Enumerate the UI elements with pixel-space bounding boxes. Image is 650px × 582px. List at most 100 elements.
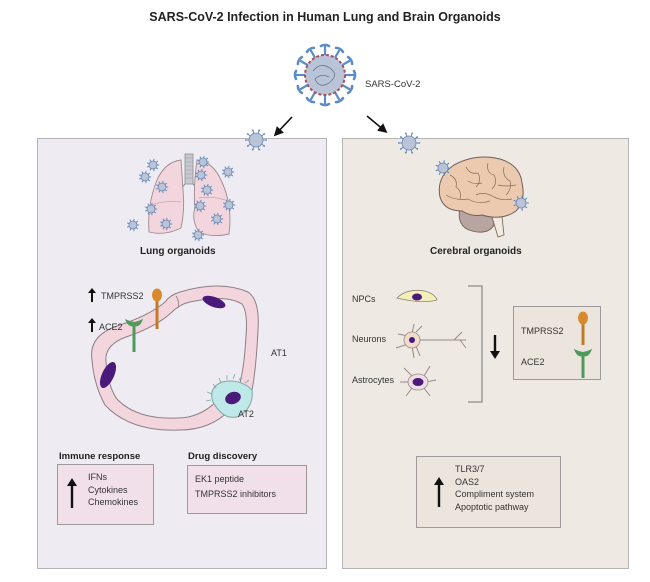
virus-spike-head [192, 236, 194, 238]
virus-body [401, 135, 417, 151]
virus-spike-head [156, 160, 158, 162]
virus-spike-head [416, 136, 419, 138]
virus-body [212, 214, 222, 224]
virus-spike-head [154, 204, 156, 206]
drug-discovery-box: EK1 peptide TMPRSS2 inhibitors [187, 465, 307, 514]
virus-body [437, 162, 449, 174]
virus-spike-head [207, 183, 209, 185]
virus-spike-head [206, 165, 208, 167]
virus-spike-head [525, 197, 528, 199]
tmprss2-receptor-icon [152, 288, 162, 329]
cerebral-organoids-heading: Cerebral organoids [430, 246, 522, 257]
drug-item-ek1: EK1 peptide [195, 474, 245, 484]
virus-spike-head [194, 239, 196, 241]
brain-tmprss2-label: TMPRSS2 [521, 326, 564, 336]
ace2-receptor-icon [574, 349, 592, 378]
astrocyte-cell-icon [400, 365, 437, 397]
virus-spike-head [223, 206, 225, 208]
virus-spike-head [145, 170, 147, 172]
virus-spike-head [194, 203, 196, 205]
virus-spike-head [399, 136, 402, 138]
ace2-receptor-icon [125, 319, 143, 352]
upregulated-item-complement: Compliment system [455, 489, 535, 499]
virus-spike-head [150, 176, 152, 178]
virus-spike-head [195, 172, 197, 174]
virus-spike-head [160, 221, 162, 223]
virus-spike-head [196, 200, 198, 202]
virus-spike-head [516, 208, 519, 210]
virus-spike-head [211, 216, 213, 218]
virus-spike-head [225, 199, 227, 201]
virus-spike-head [203, 155, 205, 157]
coronavirus-icon [127, 218, 140, 232]
virus-spike-head [222, 169, 224, 171]
virus-body [161, 219, 171, 229]
virus-body [515, 197, 527, 209]
coronavirus-icon [513, 195, 529, 211]
virus-spike-head [156, 168, 158, 170]
virus-spike-head [162, 218, 164, 220]
coronavirus-icon [222, 165, 235, 179]
virus-spike [334, 91, 341, 101]
coronavirus-icon [197, 155, 210, 169]
astrocytes-label: Astrocytes [352, 375, 395, 385]
virus-spike-head [204, 178, 206, 180]
virus-spike-head [244, 139, 247, 141]
arrow-up-icon [434, 477, 444, 507]
virus-spike-head [447, 172, 450, 174]
virus-spike-head [319, 102, 331, 107]
virus-spike-head [147, 166, 149, 168]
virus-spike-head [352, 69, 357, 81]
virus-spike-head [222, 173, 224, 175]
virus-spike-head [319, 43, 331, 48]
virus-spike-head [194, 207, 196, 209]
virus-spike-head [165, 182, 167, 184]
virus-spike-head [133, 218, 135, 220]
virus-spike-head [220, 222, 222, 224]
virus-spike-head [151, 214, 153, 216]
virus-spike-head [149, 169, 151, 171]
immune-response-heading: Immune response [59, 451, 141, 462]
virus-spike-head [136, 228, 138, 230]
at2-label: AT2 [238, 409, 254, 419]
virus-spike-head [127, 222, 129, 224]
virus-spike-head [145, 210, 147, 212]
virus-spike-head [127, 226, 129, 228]
lung-organoids-heading: Lung organoids [140, 246, 216, 257]
virus-spike-head [197, 159, 199, 161]
coronavirus-icon [145, 202, 158, 216]
virus-spike-head [201, 180, 203, 182]
virus-spike-head [293, 69, 298, 81]
arrow-to-lung [273, 116, 293, 137]
virus-spike-head [169, 227, 171, 229]
virus-spike-head [158, 191, 160, 193]
virus-body [202, 185, 212, 195]
virus-spike-head [200, 199, 202, 201]
virus-spike-head [231, 175, 233, 177]
arrow-down-icon [490, 335, 500, 359]
virus-spike-head [516, 196, 519, 198]
virus-spike-head [197, 179, 199, 181]
bracket [468, 285, 483, 403]
virus-spike-head [171, 223, 173, 225]
virus-spike-head [129, 229, 131, 231]
virus-spike-head [265, 139, 268, 141]
virus-spike-head [203, 194, 205, 196]
virus-spike-head [210, 193, 212, 195]
virus-spike-head [449, 167, 451, 169]
virus-spike-head [139, 178, 141, 180]
coronavirus-icon [211, 212, 224, 226]
virus-spike [341, 84, 351, 91]
virus-spike-head [438, 161, 441, 163]
virus-spike-head [220, 214, 222, 216]
virus-spike-head [169, 219, 171, 221]
virus-spike-head [208, 161, 210, 163]
coronavirus-icon [160, 217, 173, 231]
virus-spike-head [147, 213, 149, 215]
virus-spike-head [203, 184, 205, 186]
virus-spike-head [199, 156, 201, 158]
virus-spike-head [192, 232, 194, 234]
virus-spike-head [147, 162, 149, 164]
virus-body [248, 132, 264, 148]
virus-spike-head [206, 174, 208, 176]
